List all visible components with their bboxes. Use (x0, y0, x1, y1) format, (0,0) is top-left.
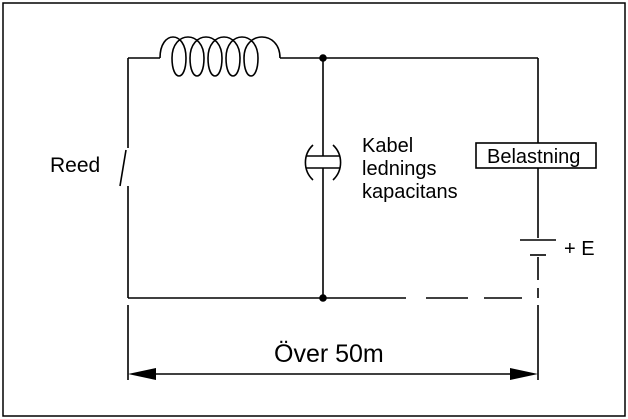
cap-left-bracket (304, 144, 314, 181)
inductor-coil (159, 36, 281, 77)
cable-label-line2: lednings (362, 158, 437, 180)
cable-label-line3: kapacitans (362, 181, 458, 203)
load-label: Belastning (487, 146, 580, 168)
reed-switch-contact (119, 149, 127, 187)
junction-bottom (319, 294, 327, 302)
reed-label: Reed (50, 154, 100, 177)
distance-label: Över 50m (274, 340, 384, 368)
cable-label-line1: Kabel (362, 135, 413, 157)
cap-right-bracket (332, 144, 342, 181)
dimension-arrow-right (510, 368, 538, 380)
junction-top (319, 54, 327, 62)
load-box (475, 142, 597, 169)
battery-label: + E (564, 238, 595, 260)
dimension-arrow-left (128, 368, 156, 380)
